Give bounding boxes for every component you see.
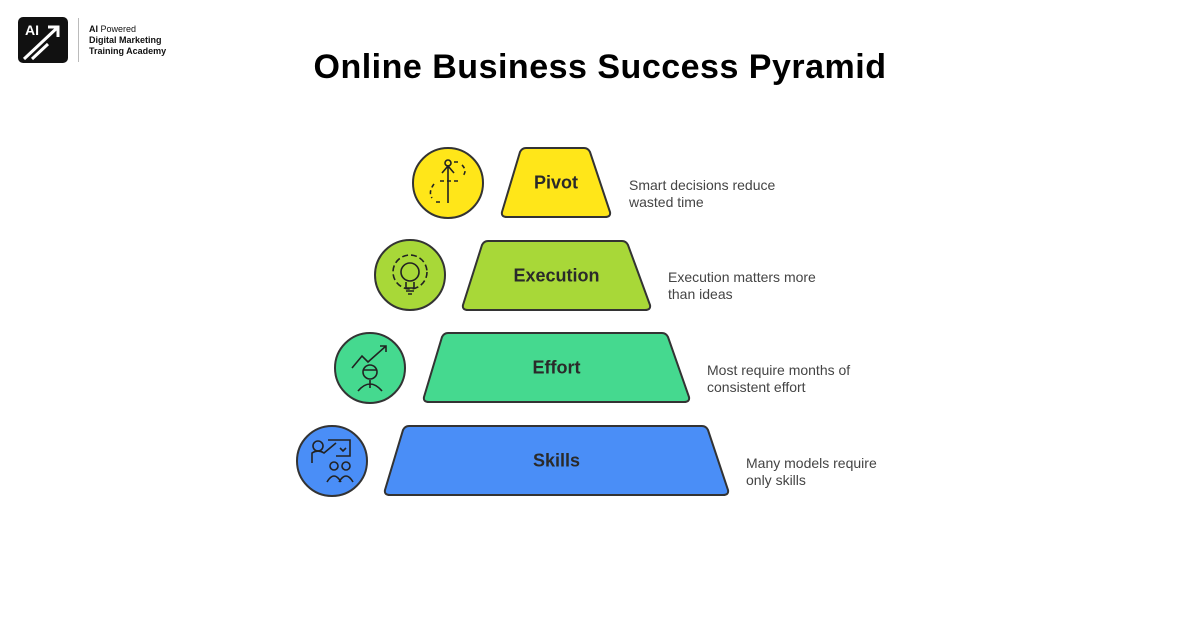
teacher-presentation-icon xyxy=(311,439,354,483)
icon-circle-effort xyxy=(334,332,406,404)
pyramid-level-pivot xyxy=(500,147,612,218)
divider xyxy=(78,18,79,62)
level-label-effort: Effort xyxy=(533,358,581,378)
person-growth-icon xyxy=(351,345,387,392)
logo-mark: AI xyxy=(18,17,68,63)
pyramid-level-skills xyxy=(383,425,730,496)
icon-circle-execution xyxy=(374,239,446,311)
page-title: Online Business Success Pyramid xyxy=(313,48,887,86)
pyramid-level-effort xyxy=(422,332,691,403)
arrow-icon xyxy=(22,25,60,61)
logo: AI AI Powered Digital Marketing Training… xyxy=(18,17,166,63)
level-label-execution: Execution xyxy=(513,266,599,286)
gear-lightbulb-icon xyxy=(392,254,428,295)
level-label-pivot: Pivot xyxy=(534,173,578,193)
logo-text: AI Powered Digital Marketing Training Ac… xyxy=(89,23,167,56)
pyramid-level-execution xyxy=(461,240,652,311)
level-label-skills: Skills xyxy=(533,451,580,471)
dashed-path-arrow-icon xyxy=(429,159,466,203)
icon-circle-skills xyxy=(296,425,368,497)
